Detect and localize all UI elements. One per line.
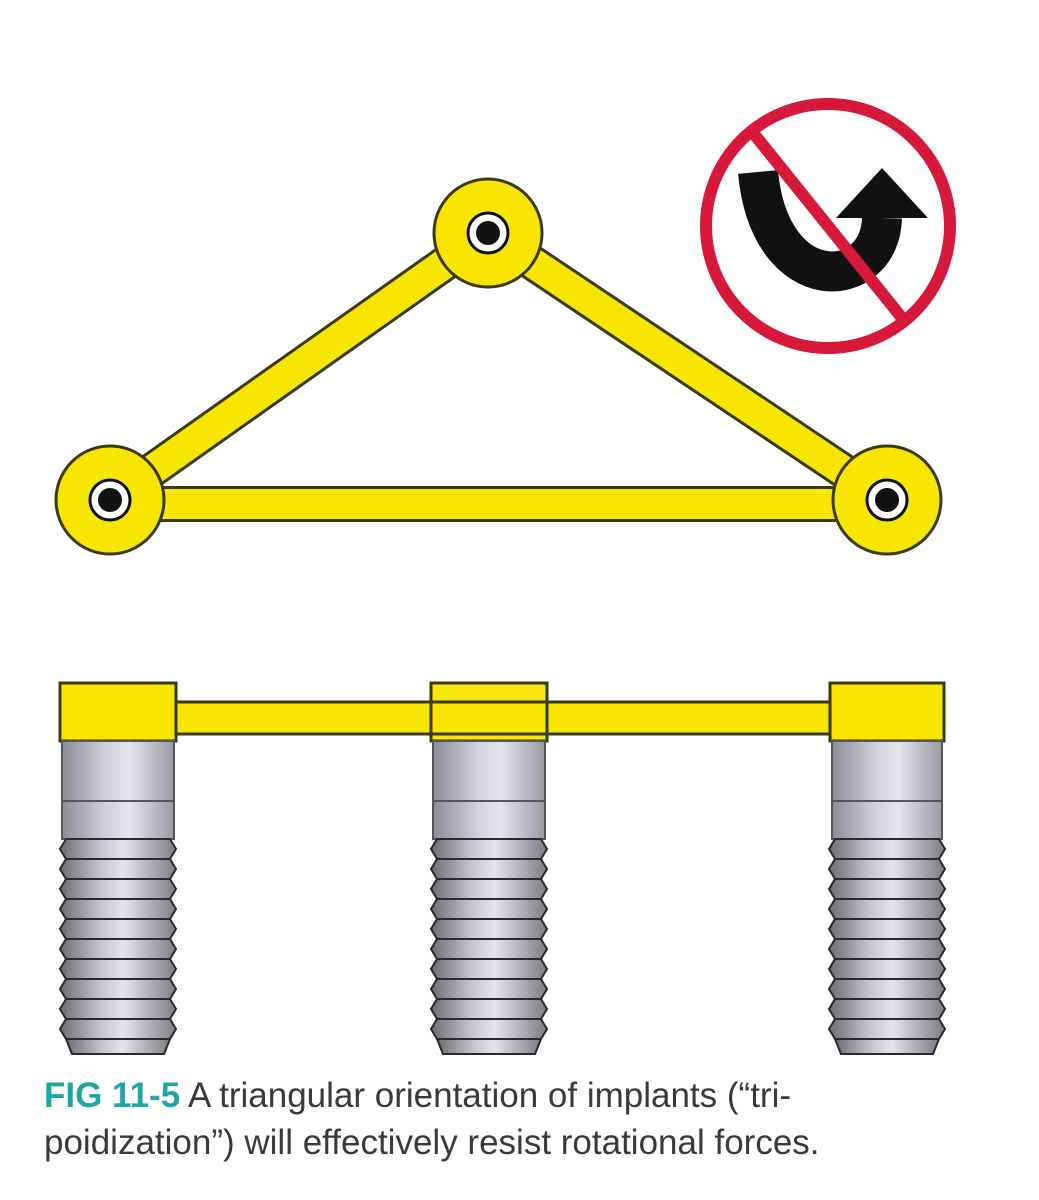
implant-head-top <box>432 177 544 289</box>
implant-right <box>828 681 946 1055</box>
figure-caption: FIG 11-5 A triangular orientation of imp… <box>44 1072 974 1166</box>
figure-label: FIG 11-5 <box>44 1076 181 1115</box>
implant-left <box>58 681 178 1055</box>
implant-head-left <box>54 444 166 556</box>
no-rotation-icon <box>700 98 956 354</box>
implant-middle <box>429 681 549 1055</box>
caption-line-1: A triangular orientation of implants (“t… <box>187 1076 792 1115</box>
side-view <box>58 681 946 1055</box>
implant-head-right <box>831 444 943 556</box>
triangle-framework <box>54 177 943 556</box>
caption-line-2: poidization”) will effectively resist ro… <box>44 1123 820 1162</box>
